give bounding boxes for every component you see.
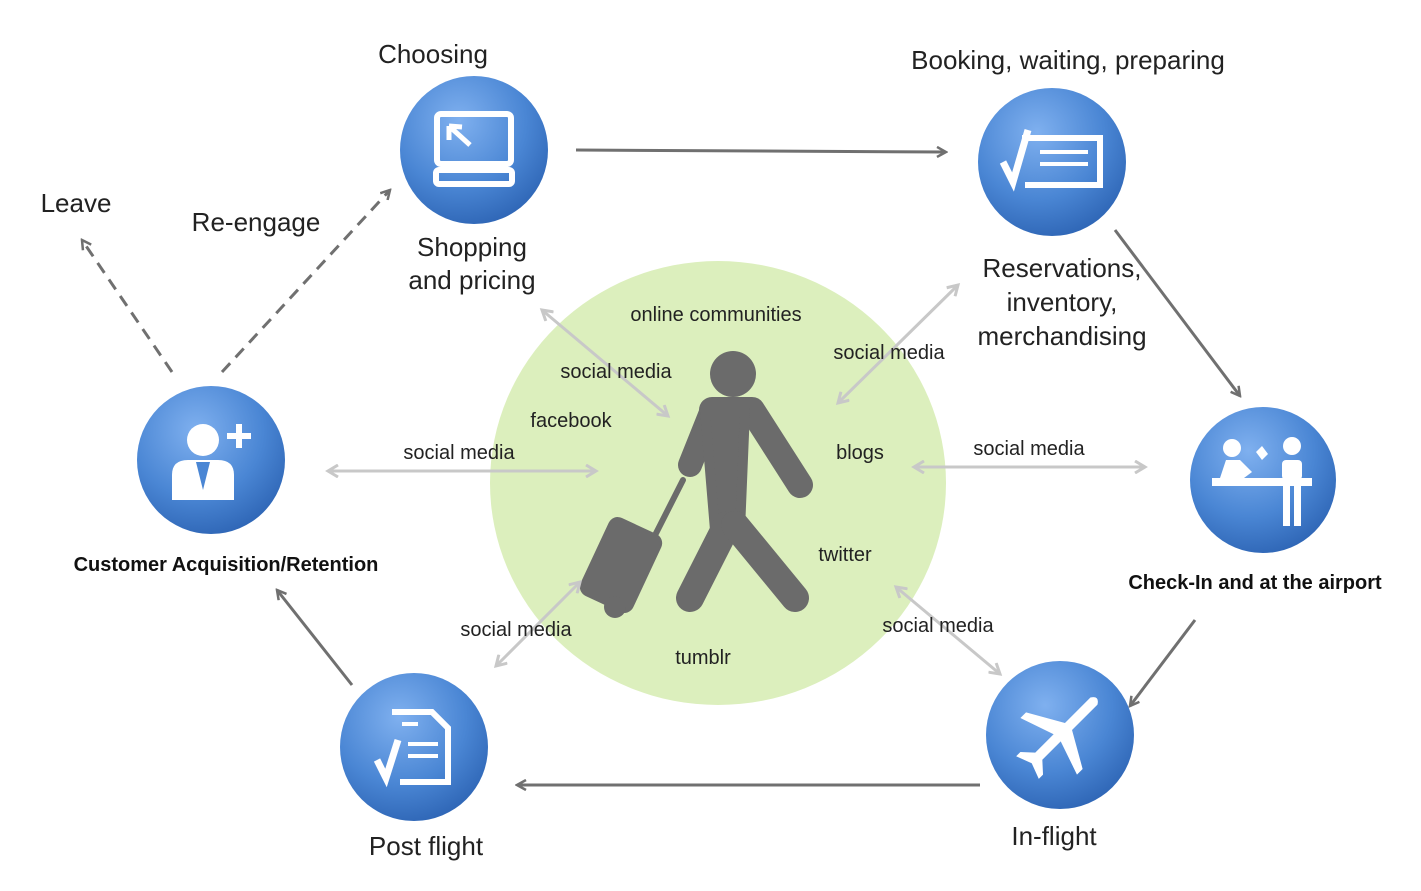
word-social-media: social media: [560, 361, 672, 383]
arrow-checkin-to-inflight: [1130, 619, 1197, 706]
stage-booking: [978, 88, 1126, 236]
ticket-check-icon: [999, 129, 1103, 192]
computer-icon: [433, 111, 515, 187]
connector-label-booking: social media: [833, 342, 945, 364]
connector-label-checkin: social media: [973, 438, 1085, 460]
postflight-title: Post flight: [369, 831, 484, 861]
word-twitter: twitter: [818, 544, 872, 566]
stage-customer: [137, 386, 285, 534]
choosing-caption-1: Shopping: [417, 232, 527, 262]
connector-choosing: [542, 310, 668, 416]
reengage-label: Re-engage: [192, 207, 321, 237]
connector-label-customer: social media: [403, 442, 515, 464]
booking-title: Booking, waiting, preparing: [911, 45, 1225, 75]
stage-checkin: [1190, 407, 1336, 553]
check-in-desk-icon: [1212, 437, 1312, 526]
add-user-icon: [172, 424, 251, 500]
inflight-title: In-flight: [1011, 821, 1097, 851]
stage-choosing: [400, 76, 548, 224]
airplane-icon: [1016, 697, 1098, 779]
arrow-postflight-to-customer: [277, 590, 354, 686]
connector-booking: [838, 285, 958, 403]
connector-label-postflight: social media: [460, 619, 572, 641]
checkin-title: Check-In and at the airport: [1128, 572, 1382, 594]
connector-postflight: [496, 582, 580, 666]
leave-label: Leave: [41, 188, 112, 218]
connector-inflight: [896, 587, 1000, 674]
social-media-connectors: [328, 285, 1145, 674]
flow-arrows: [82, 150, 1240, 785]
booking-caption-2: inventory,: [1007, 287, 1118, 317]
word-blogs: blogs: [836, 442, 884, 464]
connector-label-inflight: social media: [882, 615, 994, 637]
arrow-choosing-to-booking: [575, 150, 946, 152]
choosing-title: Choosing: [378, 39, 488, 69]
document-check-icon: [373, 709, 451, 788]
arrow-reengage: [220, 190, 390, 374]
stage-postflight: [340, 673, 488, 821]
booking-caption-3: merchandising: [977, 321, 1146, 351]
stage-inflight: [986, 661, 1134, 809]
arrow-booking-to-checkin: [1113, 229, 1240, 396]
customer-title: Customer Acquisition/Retention: [74, 554, 379, 576]
booking-caption-1: Reservations,: [983, 253, 1142, 283]
word-facebook: facebook: [530, 410, 612, 432]
choosing-caption-2: and pricing: [408, 265, 535, 295]
word-tumblr: tumblr: [675, 647, 731, 669]
arrow-leave: [82, 240, 174, 373]
traveler-with-luggage-icon: [579, 351, 813, 618]
word-online-communities: online communities: [630, 304, 801, 326]
